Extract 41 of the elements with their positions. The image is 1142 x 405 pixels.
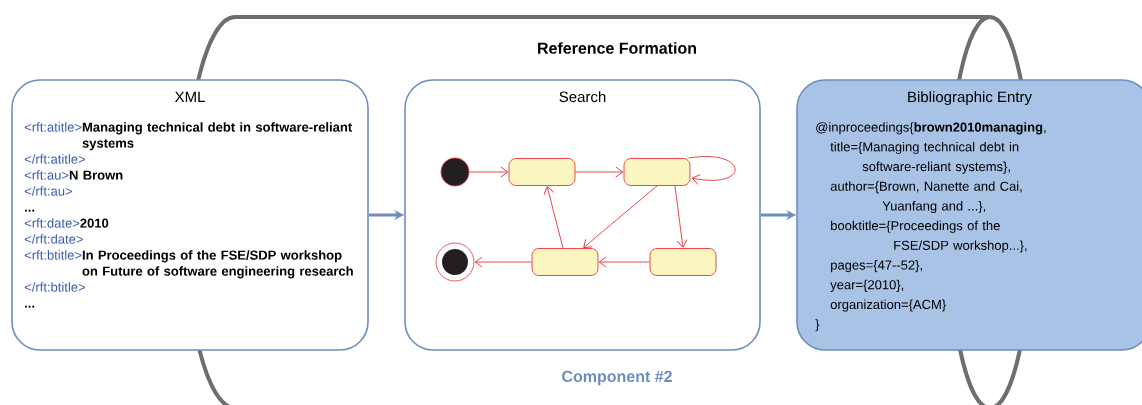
state-box xyxy=(623,158,691,186)
xml-tag: </rft:date> xyxy=(24,234,83,244)
panel-heading: XML xyxy=(174,91,205,102)
xml-tag: </rft:atitle> xyxy=(24,154,85,164)
bibtex-line: @inproceedings{brown2010managing, xyxy=(816,122,1046,135)
xml-tag: </rft:au> xyxy=(24,186,72,196)
state-box xyxy=(508,158,576,186)
band-title: Reference Formation xyxy=(538,42,696,54)
arrow xyxy=(575,166,624,178)
xml-tag: </rft:btitle> xyxy=(24,282,85,292)
xml-value: 2010 xyxy=(80,218,109,228)
arrow xyxy=(598,256,650,268)
xml-value: Managing technical debt in software-reliant systems xyxy=(82,122,352,151)
ellipsis-text: ... xyxy=(25,305,35,308)
bibtex-line: pages={47--52}, xyxy=(831,260,922,273)
state-box xyxy=(649,248,717,276)
final-state xyxy=(435,242,475,282)
arrow xyxy=(674,185,688,248)
rounded-panel xyxy=(11,79,369,351)
panel-heading: Bibliographic Entry xyxy=(908,91,1032,106)
ellipsis-text: ... xyxy=(25,209,35,212)
band-caption: Component #2 xyxy=(562,370,672,386)
rounded-panel xyxy=(404,79,761,351)
xml-value: In Proceedings of the FSE/SDP workshop on Future of software engineering research xyxy=(82,250,353,279)
bibtex-line: } xyxy=(815,319,820,332)
state-box xyxy=(531,248,599,276)
xml-value: N Brown xyxy=(69,170,123,180)
arrow xyxy=(468,166,509,178)
xml-tag: <rft:btitle> xyxy=(24,250,82,260)
loop-arrow xyxy=(688,156,736,185)
arrow xyxy=(474,256,532,268)
rounded-panel xyxy=(796,79,1142,351)
state-dot xyxy=(440,157,470,187)
arrow xyxy=(543,186,564,249)
xml-tag: <rft:atitle> xyxy=(24,122,82,132)
bibtex-line: organization={ACM} xyxy=(830,299,946,312)
panel-heading: Search xyxy=(559,91,606,103)
arrow xyxy=(583,185,658,248)
xml-tag: <rft:date> xyxy=(24,218,80,228)
bibtex-line: year={2010}, xyxy=(830,279,904,292)
xml-tag: <rft:au> xyxy=(24,170,69,180)
